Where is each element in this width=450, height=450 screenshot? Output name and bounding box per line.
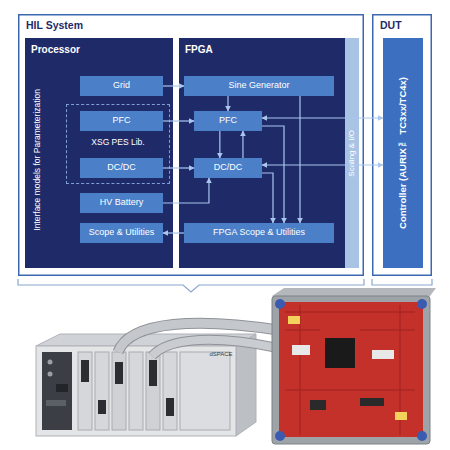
node-text: DC/DC	[214, 163, 243, 173]
signal-connector	[262, 126, 284, 223]
group-bracket	[372, 279, 432, 285]
fpga-box: Sine Generator	[184, 76, 334, 96]
node-text: Controller (AURIX™ TC3xx/TC4x)	[398, 77, 408, 229]
model-box: PFC	[80, 111, 163, 131]
model-box: DC/DC	[80, 158, 163, 178]
node-text: Scope & Utilities	[89, 228, 155, 238]
ribbon-cable	[152, 340, 278, 356]
library-frame: XSG PES Lib. PFC DC/DC	[66, 104, 170, 184]
processor-panel: ProcessorGridXSG PES Lib. PFC DC/DC HV Batt…	[25, 38, 173, 268]
signal-connector	[219, 131, 220, 158]
dut-frame: DUT Controller (AURIX™ TC3xx/TC4x)	[372, 14, 432, 276]
signal-connector	[163, 120, 194, 121]
signal-connector	[262, 164, 383, 165]
controller-board-illustration	[272, 288, 436, 444]
node-text: XSG PES Lib.	[66, 138, 170, 147]
model-box: Grid	[80, 76, 163, 96]
node-text: Processor	[31, 44, 80, 55]
signal-connector	[262, 173, 273, 223]
ribbon-cable	[152, 340, 278, 356]
signal-connector	[163, 232, 184, 233]
node-text: HIL System	[26, 20, 83, 32]
node-text: DC/DC	[107, 163, 136, 173]
node-text: FPGA Scope & Utilities	[213, 228, 305, 238]
io-band: Scaling & I/O	[345, 38, 359, 268]
label-text: dSPACE	[209, 351, 232, 357]
node-text: PFC	[113, 116, 131, 126]
model-box: HV Battery	[80, 193, 163, 213]
node-text: DUT	[380, 20, 402, 32]
side-label: Interface models for Parameterization	[29, 58, 45, 262]
model-box: Scope & Utilities	[80, 223, 163, 243]
signal-connector	[227, 96, 228, 111]
hil-rack-illustration	[36, 334, 256, 436]
brand-label: dSPACE	[206, 349, 236, 359]
controller-band: Controller (AURIX™ TC3xx/TC4x)	[383, 38, 423, 268]
fpga-panel: FPGA Sine GeneratorPFC DC/DC FPGA Scope & U…	[179, 38, 345, 268]
node-text: Sine Generator	[228, 81, 289, 91]
fpga-box: FPGA Scope & Utilities	[184, 223, 334, 243]
node-text: HV Battery	[100, 198, 144, 208]
label-text: Interface models for Parameterization	[32, 89, 42, 231]
signal-connector	[242, 131, 243, 158]
fpga-box: PFC	[194, 111, 262, 131]
node-text: FPGA	[185, 44, 213, 55]
node-text: Grid	[113, 81, 130, 91]
fpga-box: DC/DC	[194, 158, 262, 178]
signal-connector	[262, 117, 383, 118]
signal-connector	[163, 178, 209, 203]
node-text: PFC	[219, 116, 237, 126]
signal-connector	[163, 85, 184, 86]
system-frame: HIL SystemProcessorGridXSG PES Lib. PFC DC…	[18, 14, 364, 276]
node-text: Scaling & I/O	[348, 130, 357, 177]
signal-connector	[299, 96, 300, 223]
signal-connector	[163, 167, 194, 168]
